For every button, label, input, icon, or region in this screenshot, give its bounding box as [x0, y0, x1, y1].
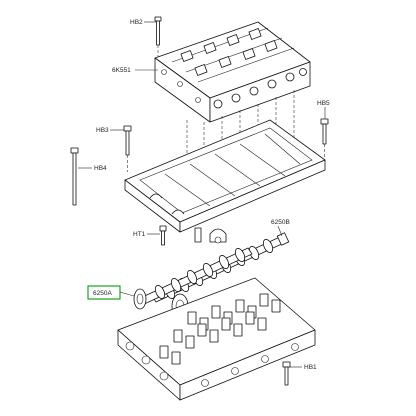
valve-springs: [159, 293, 281, 365]
cam-carrier-frame: [124, 119, 326, 244]
bolt-hb3: [110, 125, 132, 172]
bolt-hb5: [320, 107, 329, 160]
label-hb2: HB2: [130, 19, 143, 26]
bolt-hb4: [70, 147, 92, 206]
bolt-hb1: [282, 361, 302, 386]
stud-ht1: [147, 225, 167, 246]
leader-6250b: [277, 225, 283, 237]
label-hb3: HB3: [96, 127, 109, 134]
label-ht1: HT1: [133, 231, 146, 238]
rocker-blocks: [180, 28, 278, 76]
cam-lobes-6250a: [154, 248, 246, 299]
leader-6250a: [119, 291, 135, 297]
roller-followers: [213, 68, 307, 109]
label-6250b: 6250B: [271, 219, 290, 226]
cylinder-head: [117, 277, 316, 401]
label-6k551: 6K551: [112, 67, 131, 74]
label-hb4: HB4: [94, 165, 107, 172]
label-hb5: HB5: [317, 100, 330, 107]
label-6250a: 6250A: [93, 290, 112, 297]
bolt-hb2: [144, 16, 162, 60]
label-hb1: HB1: [304, 364, 317, 371]
camshaft-6250a: [133, 247, 253, 310]
upper-assembly-6k551: [154, 21, 311, 123]
highlight-box-6250a: [87, 285, 121, 300]
